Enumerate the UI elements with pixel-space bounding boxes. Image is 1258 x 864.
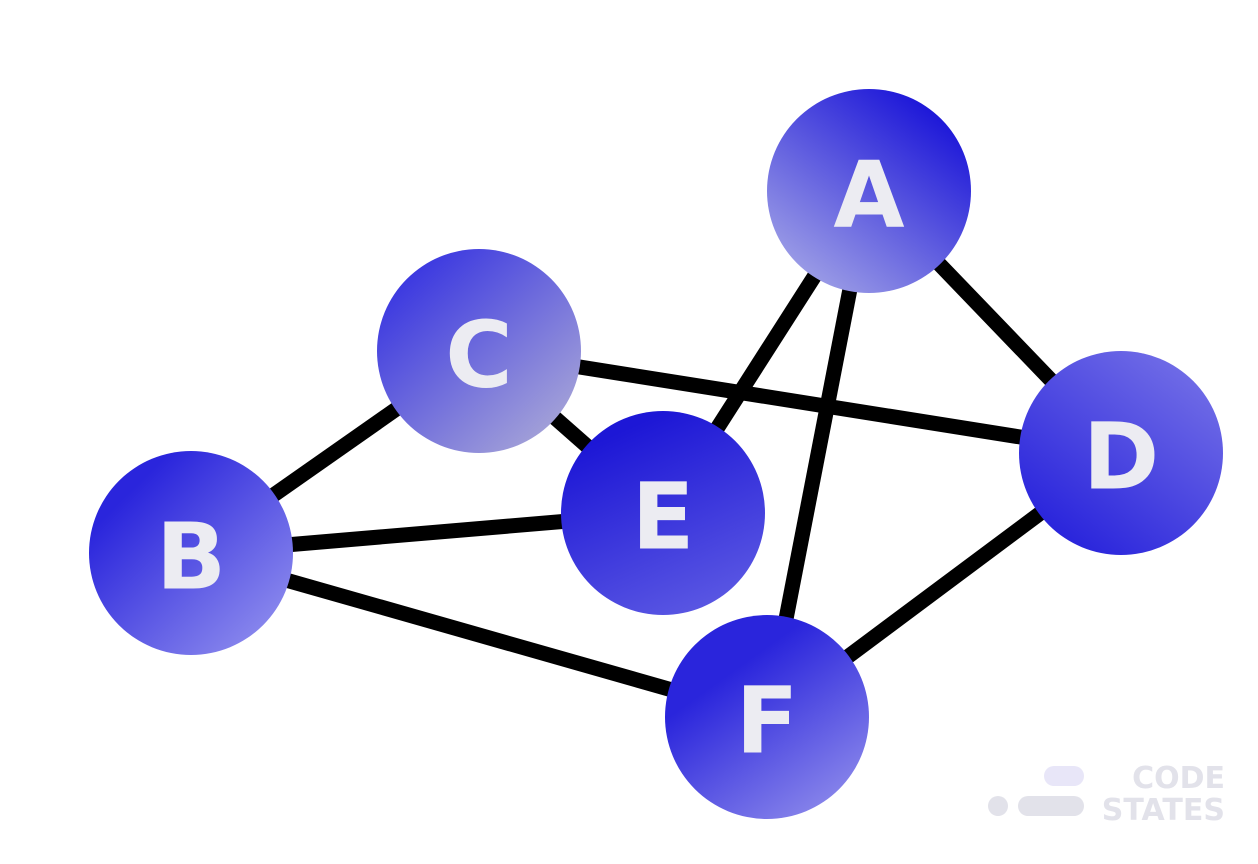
node-c-circle (377, 249, 581, 453)
node-b-label: B (156, 504, 226, 611)
watermark-logo-pill-bottom (1018, 796, 1084, 816)
nodes: A C E D B F (89, 89, 1223, 819)
node-f-label: F (736, 668, 799, 775)
node-e-label: E (632, 464, 695, 571)
node-a-circle (767, 89, 971, 293)
node-d-circle (1019, 351, 1223, 555)
node-b-circle (89, 451, 293, 655)
code-states-watermark: CODE STATES (988, 761, 1225, 828)
watermark-line-states: STATES (1102, 793, 1225, 828)
node-c-label: C (445, 302, 513, 409)
node-e: E (561, 411, 765, 615)
node-f-circle (665, 615, 869, 819)
node-d: D (1019, 351, 1223, 555)
node-b: B (89, 451, 293, 655)
node-c: C (377, 249, 581, 453)
node-e-circle (561, 411, 765, 615)
watermark-line-code: CODE (1132, 761, 1225, 796)
node-f: F (665, 615, 869, 819)
node-a-label: A (833, 142, 904, 249)
watermark-logo-pill-top (1044, 766, 1084, 786)
edge-c-d (477, 343, 1123, 461)
node-d-label: D (1083, 404, 1159, 511)
watermark-logo-dot (988, 796, 1008, 816)
node-a: A (767, 89, 971, 293)
